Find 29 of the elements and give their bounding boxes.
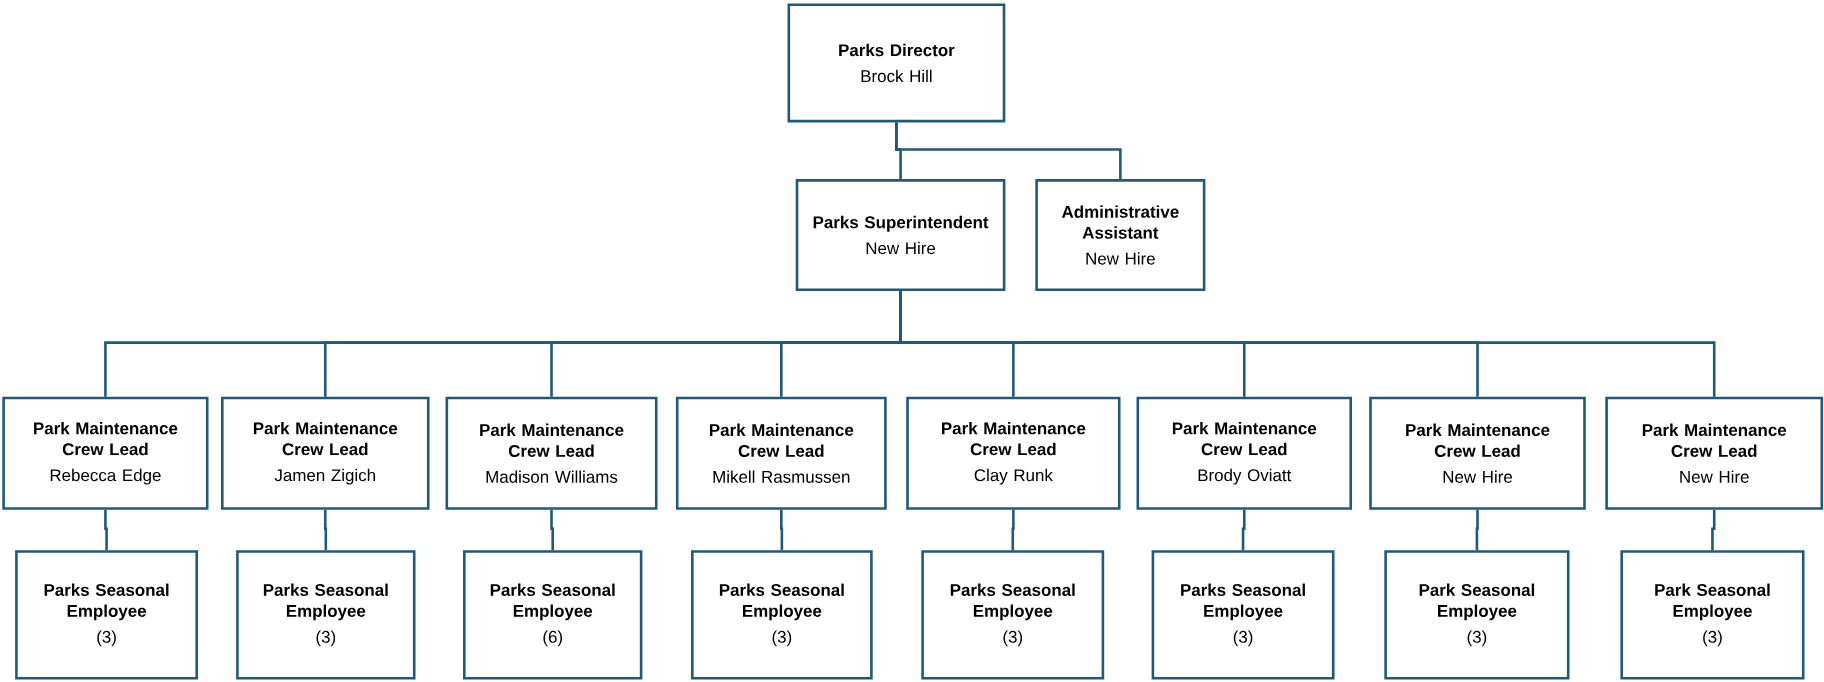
position-box: Parks Seasonal Employee (3)	[1151, 550, 1335, 680]
position-box: Park Seasonal Employee (3)	[1384, 550, 1570, 680]
connector-line	[1475, 509, 1479, 551]
position-box: Parks Seasonal Employee (6)	[463, 550, 643, 680]
position-box: Park Maintenance Crew Lead Madison Williams	[445, 396, 658, 510]
position-box: Parks Seasonal Employee (3)	[691, 550, 873, 680]
position-box: Park Maintenance Crew Lead Rebecca Edge	[2, 396, 209, 510]
position-box: Administrative Assistant New Hire	[1035, 179, 1206, 291]
position-box: Parks Seasonal Employee (3)	[236, 550, 416, 680]
connector-line	[895, 122, 1122, 180]
position-box: Park Maintenance Crew Lead Mikell Rasmussen	[675, 396, 887, 510]
connector-line	[899, 291, 1716, 397]
connector-line	[323, 509, 328, 551]
position-box: Parks Seasonal Employee (3)	[921, 550, 1105, 680]
position-box: Parks Superintendent New Hire	[795, 179, 1006, 291]
connector-line	[550, 509, 554, 551]
position-box: Park Maintenance Crew Lead New Hire	[1369, 396, 1586, 510]
connector-line	[1011, 509, 1015, 551]
connector-line	[104, 509, 108, 551]
position-box: Park Maintenance Crew Lead Jamen Zigich	[221, 396, 430, 510]
position-box: Park Seasonal Employee (3)	[1620, 550, 1805, 680]
connector-line	[1711, 509, 1716, 551]
position-box: Parks Seasonal Employee (3)	[15, 550, 198, 680]
connector-line	[780, 509, 784, 551]
position-box: Park Maintenance Crew Lead New Hire	[1605, 396, 1824, 510]
position-box: Parks Director Brock Hill	[787, 3, 1006, 123]
connector-line	[1241, 509, 1246, 551]
position-box: Park Maintenance Crew Lead Brody Oviatt	[1136, 396, 1352, 510]
position-box: Park Maintenance Crew Lead Clay Runk	[906, 396, 1121, 510]
